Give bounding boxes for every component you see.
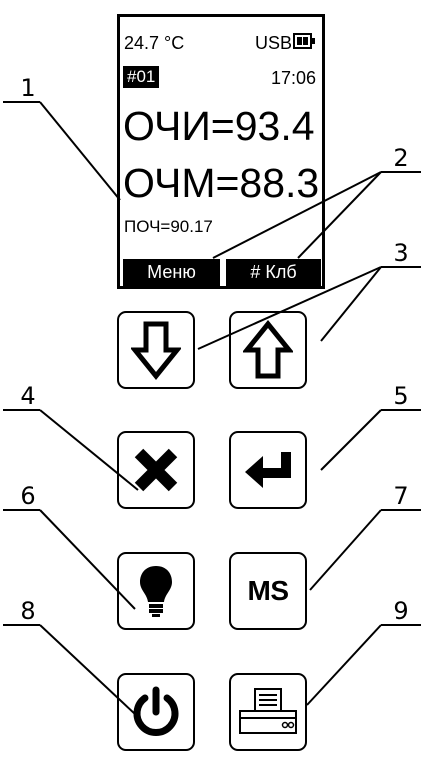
softkey-menu[interactable]: Меню bbox=[123, 259, 220, 286]
ms-button[interactable]: MS bbox=[229, 552, 307, 630]
callout-6: 6 bbox=[20, 482, 36, 510]
bulb-icon bbox=[140, 566, 172, 617]
enter-button[interactable] bbox=[229, 431, 307, 509]
reading-poch: ПОЧ=90.17 bbox=[124, 217, 213, 236]
ms-label: MS bbox=[247, 575, 290, 606]
battery-bar bbox=[303, 37, 308, 45]
cancel-button[interactable] bbox=[117, 431, 195, 509]
callout-2: 2 bbox=[393, 144, 409, 172]
reading-ochm: ОЧМ=88.3 bbox=[123, 160, 320, 206]
up-button[interactable] bbox=[229, 311, 307, 389]
cross-icon bbox=[134, 448, 178, 492]
reading-ochi: ОЧИ=93.4 bbox=[123, 103, 315, 149]
callout-3: 3 bbox=[393, 239, 409, 267]
callout-5: 5 bbox=[393, 382, 409, 410]
usb-indicator: USB bbox=[254, 33, 292, 53]
callout-4: 4 bbox=[20, 382, 36, 410]
arrow-up-icon bbox=[243, 320, 293, 379]
softkey-calibration[interactable]: # Клб bbox=[226, 259, 321, 286]
backlight-button[interactable] bbox=[117, 552, 195, 630]
power-button[interactable] bbox=[117, 673, 195, 751]
printer-icon bbox=[239, 688, 297, 734]
device-display: 24.7 °C USB #01 17:06 ОЧИ=93.4 ОЧМ=88.3 … bbox=[117, 14, 325, 289]
callout-8: 8 bbox=[20, 597, 36, 625]
callout-1: 1 bbox=[20, 74, 36, 102]
down-button[interactable] bbox=[117, 311, 195, 389]
clock-readout: 17:06 bbox=[270, 68, 316, 88]
battery-icon bbox=[293, 33, 315, 49]
battery-bar bbox=[297, 37, 302, 45]
channel-badge: #01 bbox=[123, 66, 160, 88]
callout-7: 7 bbox=[393, 482, 409, 510]
arrow-down-icon bbox=[131, 321, 181, 380]
callout-9: 9 bbox=[393, 597, 409, 625]
enter-icon bbox=[245, 452, 291, 488]
power-icon bbox=[133, 686, 179, 736]
print-button[interactable] bbox=[229, 673, 307, 751]
temperature-readout: 24.7 °C bbox=[124, 33, 185, 53]
